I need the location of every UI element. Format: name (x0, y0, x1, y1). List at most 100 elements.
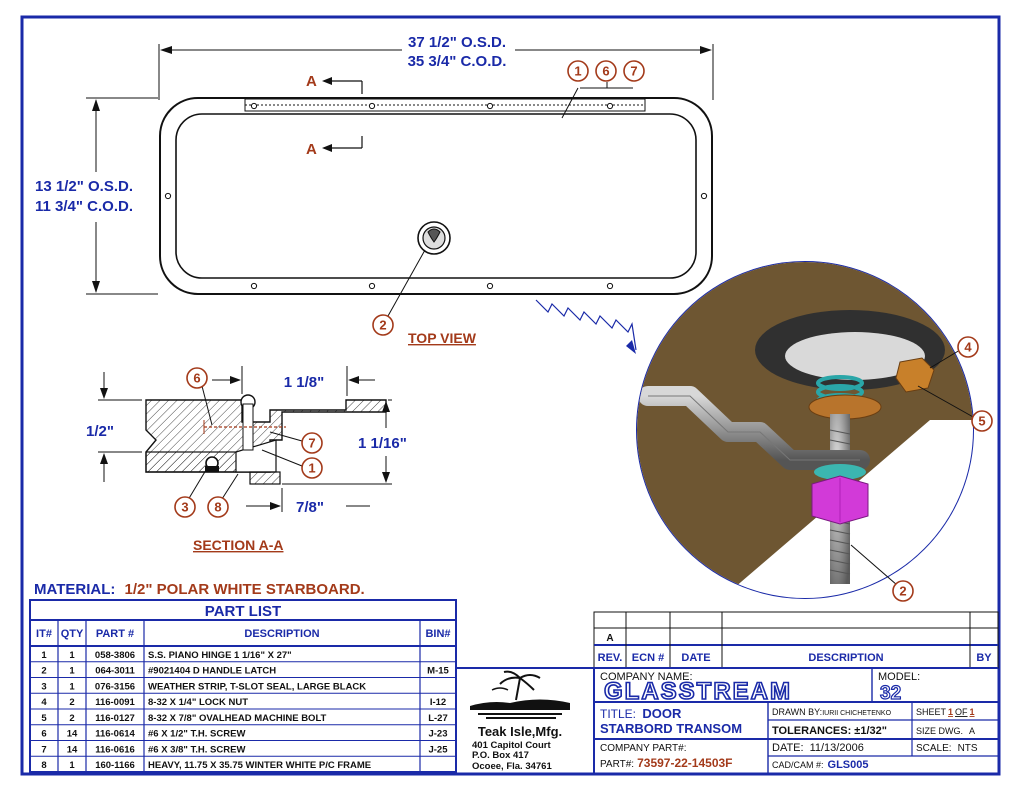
section-dim-right: 1 1/16" (358, 435, 407, 452)
svg-text:5: 5 (978, 414, 985, 429)
table-cell: L-27 (428, 713, 448, 724)
table-cell: 064-3011 (95, 666, 135, 677)
table-cell: 6 (41, 729, 46, 740)
table-cell: 1 (69, 760, 75, 771)
table-cell: 1 (69, 681, 75, 692)
svg-text:8: 8 (214, 500, 221, 515)
table-cell: 4 (41, 697, 47, 708)
section-label: SECTION A-A (193, 537, 283, 553)
title-line-2: STARBORD TRANSOM (600, 721, 742, 736)
table-cell: 8-32 X 1/4" LOCK NUT (148, 697, 248, 708)
table-cell: J-23 (428, 729, 447, 740)
part-list-headers: IT# QTY PART # DESCRIPTION BIN# (36, 628, 450, 640)
part-number: PART#:73597-22-14503F (600, 756, 733, 770)
table-cell: 2 (41, 666, 46, 677)
balloon-8-section: 8 (207, 496, 229, 518)
svg-text:IT#: IT# (36, 628, 52, 640)
sheet-border (20, 15, 1001, 776)
svg-text:7: 7 (630, 64, 637, 79)
balloon-6-section: 6 (186, 367, 208, 389)
table-row: 2 1 064-3011 #9021404 D HANDLE LATCH M-15 (41, 666, 449, 677)
section-mark-a-bottom: A (306, 141, 317, 158)
table-cell: 5 (41, 713, 47, 724)
material-note: MATERIAL: 1/2" POLAR WHITE STARBOARD. (34, 581, 365, 598)
width-osd-label: 37 1/2" O.S.D. (408, 34, 506, 51)
width-cod-label: 35 3/4" C.O.D. (408, 53, 507, 70)
svg-text:6: 6 (602, 64, 609, 79)
glasstream-title: GLASSTREAM (604, 678, 792, 705)
company-address-2: P.O. Box 417 (472, 750, 529, 761)
table-cell: 14 (67, 729, 78, 740)
svg-text:QTY: QTY (61, 628, 84, 640)
section-mark-a-top: A (306, 73, 317, 90)
balloon-4-detail: 4 (957, 336, 979, 358)
svg-text:BY: BY (976, 652, 992, 664)
table-cell: 116-0616 (95, 744, 135, 755)
drawn-by: DRAWN BY:IURII CHICHETENKO (772, 707, 892, 717)
detail-leader (535, 299, 637, 351)
balloon-1-top: 1 (567, 60, 589, 82)
size-dwg: SIZE DWG.A (916, 726, 975, 736)
table-cell: 14 (67, 744, 78, 755)
company-part-label: COMPANY PART#: (600, 743, 687, 754)
part-list-rows: 1 1 058-3806 S.S. PIANO HINGE 1 1/16" X 27"… (30, 650, 456, 773)
model-value: 32 (880, 683, 901, 704)
svg-text:6: 6 (193, 371, 200, 386)
table-cell: 076-3156 (95, 681, 135, 692)
balloon-1-section: 1 (301, 457, 323, 479)
balloon-6-top: 6 (595, 60, 617, 82)
table-cell: 058-3806 (95, 650, 135, 661)
table-cell: J-25 (428, 744, 448, 755)
balloon-7-section: 7 (301, 432, 323, 454)
part-list-title: PART LIST (205, 603, 281, 620)
island-logo-icon (470, 670, 570, 719)
frame-screws (164, 102, 708, 290)
svg-text:2: 2 (899, 584, 906, 599)
title-block: COMPANY NAME: GLASSTREAM MODEL: 32 TITLE… (456, 667, 998, 773)
company-address-3: Ocoee, Fla. 34761 (472, 761, 552, 772)
company-block: Teak Isle,Mfg. 401 Capitol Court P.O. Bo… (470, 670, 570, 772)
table-cell: 1 (69, 650, 75, 661)
model-label: MODEL: (878, 671, 920, 683)
svg-text:2: 2 (379, 318, 386, 333)
table-cell: 116-0127 (95, 713, 135, 724)
svg-text:3: 3 (181, 500, 188, 515)
top-view: 37 1/2" O.S.D. 35 3/4" C.O.D. 13 1/2" O.… (35, 34, 714, 354)
cad-number: CAD/CAM #:GLS005 (772, 759, 868, 771)
svg-text:1: 1 (308, 461, 315, 476)
revision-value: A (606, 633, 613, 644)
door-outer-outline (159, 97, 713, 295)
table-cell: 7 (41, 744, 46, 755)
balloon-2-detail: 2 (892, 580, 914, 602)
section-dim-left: 1/2" (86, 423, 114, 440)
table-cell: 2 (69, 697, 74, 708)
svg-text:4: 4 (964, 340, 972, 355)
height-cod-label: 11 3/4" C.O.D. (35, 198, 133, 215)
table-cell: #6 X 1/2" T.H. SCREW (148, 729, 245, 740)
table-cell: S.S. PIANO HINGE 1 1/16" X 27" (148, 650, 292, 661)
door-inner-outline (175, 113, 697, 279)
table-cell: 1 (69, 666, 75, 677)
section-dim-bottom: 7/8" (296, 499, 324, 516)
table-cell: M-15 (427, 666, 449, 677)
svg-text:DESCRIPTION: DESCRIPTION (808, 652, 883, 664)
balloon-3-section: 3 (174, 496, 196, 518)
top-view-label: TOP VIEW (408, 330, 477, 346)
svg-text:DESCRIPTION: DESCRIPTION (244, 628, 319, 640)
balloon-7-top: 7 (623, 60, 645, 82)
drawing-date: DATE:11/13/2006 (772, 742, 864, 754)
table-cell: #6 X 3/8" T.H. SCREW (148, 744, 245, 755)
company-name-label: COMPANY NAME: (600, 671, 693, 683)
tolerances: TOLERANCES: ±1/32" (772, 725, 887, 737)
part-list: PART LIST IT# QTY PART # DESCRIPTION BIN… (29, 599, 457, 773)
company-address-1: 401 Capitol Court (472, 740, 551, 751)
company-name: Teak Isle,Mfg. (478, 724, 562, 739)
drawing-scale: SCALE:NTS (916, 743, 978, 754)
table-cell: #9021404 D HANDLE LATCH (148, 666, 276, 677)
